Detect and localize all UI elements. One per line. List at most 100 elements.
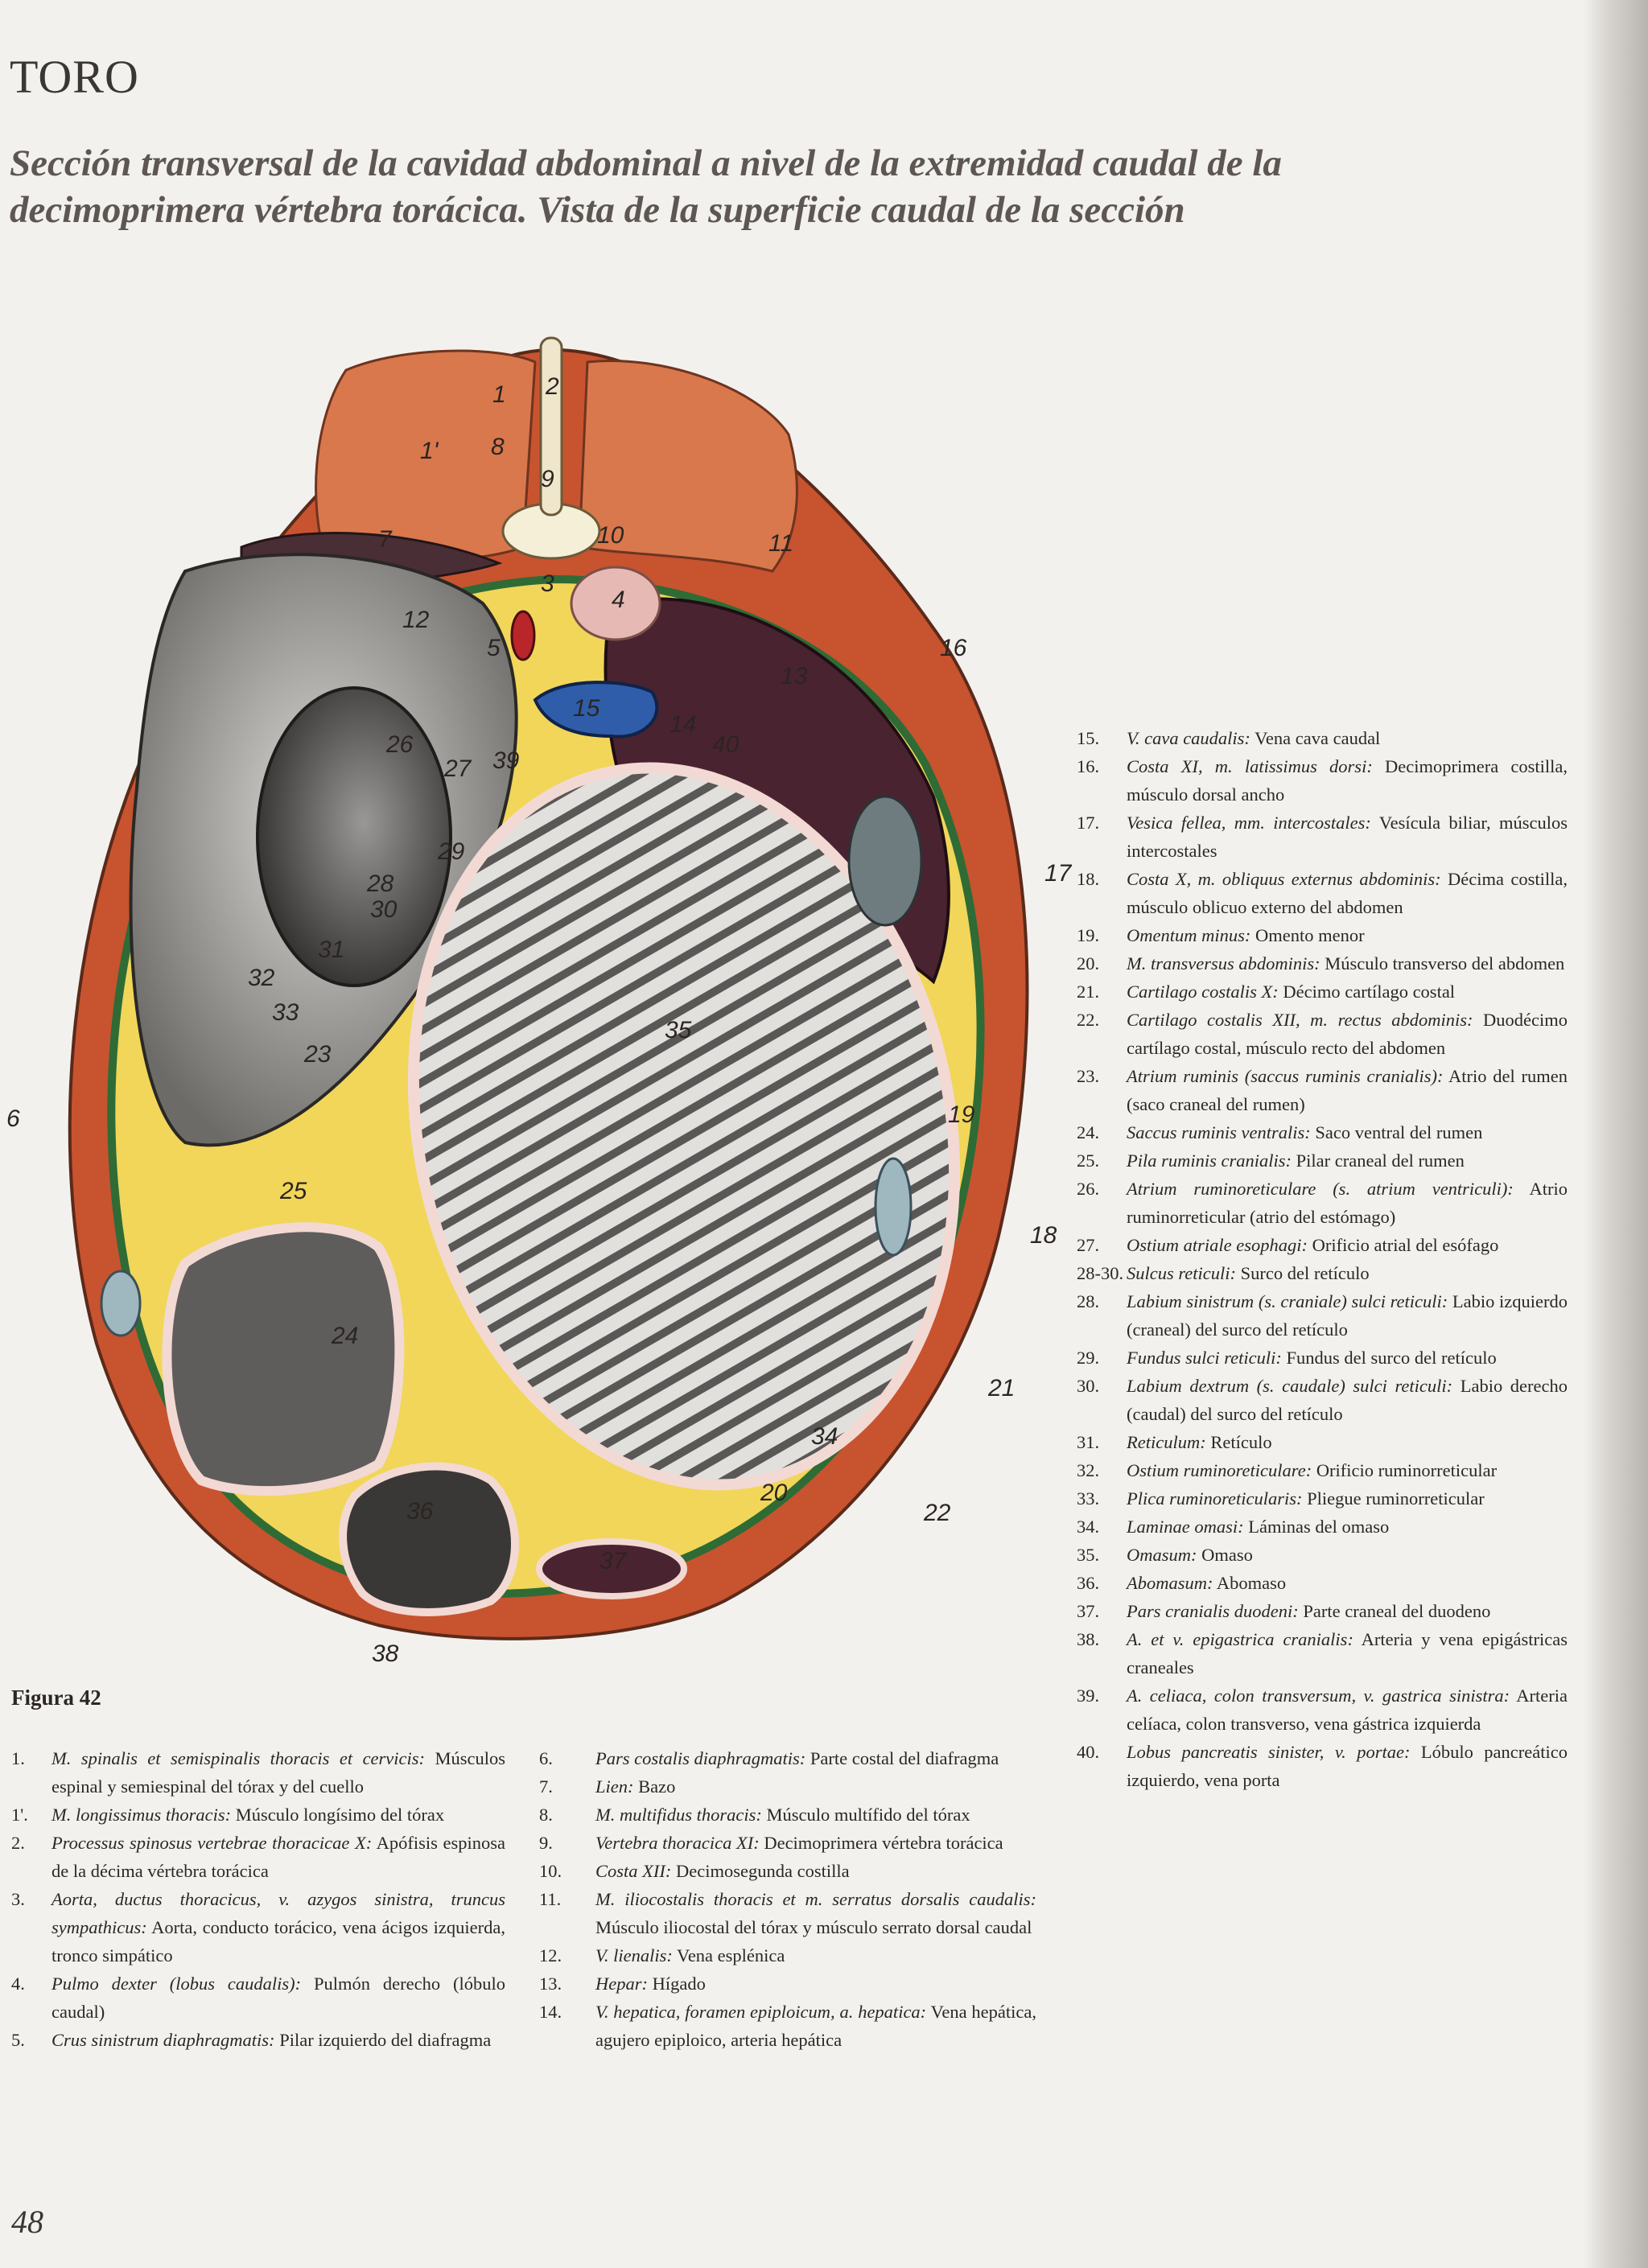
legend-text: Vesica fellea, mm. intercostales: Vesícu… [1127,809,1568,865]
legend-entry: 26.Atrium ruminoreticulare (s. atrium ve… [1077,1175,1568,1231]
svg-text:24: 24 [331,1323,358,1349]
legend-column-2: 6. Pars costalis diaphragmatis: Parte cos… [539,1744,1036,2054]
legend-text: Cartilago costalis XII, m. rectus abdomi… [1127,1006,1568,1062]
legend-entry: 32.Ostium ruminoreticulare: Orificio rum… [1077,1456,1568,1484]
legend-spanish-term: Músculo iliocostal del tórax y músculo s… [595,1917,1032,1937]
legend-spanish-term: Pulmón derecho (lóbulo caudal) [52,1974,505,2022]
page-number: 48 [11,2204,43,2240]
legend-spanish-term: Lóbulo pancreático izquierdo, vena porta [1127,1742,1568,1790]
legend-spanish-term: Omento menor [1250,925,1365,945]
svg-text:2: 2 [545,373,559,400]
legend-number: 6. [539,1748,553,1768]
legend-spanish-term: Décimo cartílago costal [1278,982,1456,1002]
legend-latin-term: M. iliocostalis thoracis et m. serratus … [595,1889,1036,1909]
legend-spanish-term: Labio derecho (caudal) del surco del ret… [1127,1376,1568,1424]
legend-spanish-term: Vesícula biliar, músculos intercostales [1127,813,1568,861]
legend-number: 1. [11,1748,25,1768]
legend-latin-term: Ostium ruminoreticulare: [1127,1460,1312,1480]
legend-entry: 25.Pila ruminis cranialis: Pilar craneal… [1077,1146,1568,1175]
legend-text: M. multifidus thoracis: Músculo multífid… [595,1801,1036,1829]
legend-text: Lobus pancreatis sinister, v. portae: Ló… [1127,1738,1568,1794]
section-title: TORO [10,51,139,103]
svg-text:38: 38 [372,1640,399,1667]
legend-entry: 2. Processus spinosus vertebrae thoracica… [11,1829,505,1885]
legend-entry: 17. Vesica fellea, mm. intercostales: Ves… [1077,809,1568,865]
legend-number: 17. [1077,813,1100,833]
legend-number: 29. [1077,1348,1100,1368]
legend-text: Labium dextrum (s. caudale) sulci reticu… [1127,1372,1568,1428]
legend-text: Fundus sulci reticuli: Fundus del surco … [1127,1344,1568,1372]
legend-latin-term: Omasum: [1127,1545,1197,1565]
legend-spanish-term: Músculo multífido del tórax [761,1805,970,1825]
legend-spanish-term: Vena hepática, agujero epiploico, arteri… [595,2002,1036,2050]
legend-latin-term: Vesica fellea, mm. intercostales: [1127,813,1371,833]
svg-text:16: 16 [940,635,967,661]
legend-latin-term: Fundus sulci reticuli: [1127,1348,1282,1368]
legend-number: 37. [1077,1601,1100,1621]
legend-latin-term: Labium dextrum (s. caudale) sulci reticu… [1127,1376,1453,1396]
legend-entry: 33.Plica ruminoreticularis: Pliegue rumi… [1077,1484,1568,1513]
legend-entry: 24.Saccus ruminis ventralis: Saco ventra… [1077,1118,1568,1146]
legend-spanish-term: Omaso [1197,1545,1253,1565]
legend-entry: 4. Pulmo dexter (lobus caudalis): Pulmón … [11,1970,505,2026]
legend-text: V. lienalis: Vena esplénica [595,1941,1036,1970]
svg-text:15: 15 [573,695,600,722]
svg-text:37: 37 [599,1548,628,1574]
svg-text:14: 14 [670,711,696,738]
legend-number: 24. [1077,1122,1100,1142]
legend-number: 34. [1077,1517,1100,1537]
legend-latin-term: Vertebra thoracica XI: [595,1833,760,1853]
legend-number: 2. [11,1833,25,1853]
legend-number: 10. [539,1861,562,1881]
legend-number: 4. [11,1974,25,1994]
legend-spanish-term: Decimoprimera costilla, músculo dorsal a… [1127,756,1568,805]
svg-text:36: 36 [406,1498,434,1525]
legend-text: Processus spinosus vertebrae thoracicae … [52,1829,505,1885]
legend-latin-term: Laminae omasi: [1127,1517,1244,1537]
legend-spanish-term: Orificio ruminorreticular [1312,1460,1498,1480]
legend-number: 12. [539,1945,562,1965]
legend-entry: 16.Costa XI, m. latissimus dorsi: Decimo… [1077,752,1568,809]
legend-entry: 21.Cartilago costalis X: Décimo cartílag… [1077,978,1568,1006]
legend-number: 5. [11,2030,25,2050]
legend-spanish-term: Abomaso [1213,1573,1287,1593]
svg-text:39: 39 [492,747,520,774]
legend-spanish-term: Decimosegunda costilla [671,1861,850,1881]
figure-caption: Figura 42 [11,1686,101,1710]
legend-spanish-term: Músculo longísimo del tórax [231,1805,445,1825]
legend-text: Costa X, m. obliquus externus abdominis:… [1127,865,1568,921]
legend-number: 27. [1077,1235,1100,1255]
legend-latin-term: Processus spinosus vertebrae thoracicae … [52,1833,373,1853]
svg-text:17: 17 [1044,860,1073,887]
legend-text: V. cava caudalis: Vena cava caudal [1127,724,1568,752]
legend-text: Pulmo dexter (lobus caudalis): Pulmón de… [52,1970,505,2026]
legend-number: 11. [539,1889,562,1909]
svg-text:29: 29 [437,838,465,865]
legend-latin-term: A. celiaca, colon transversum, v. gastri… [1127,1686,1510,1706]
legend-spanish-term: Aorta, conducto torácico, vena ácigos iz… [52,1917,505,1965]
legend-spanish-term: Músculo transverso del abdomen [1320,953,1565,973]
legend-spanish-term: Atrio del rumen (saco craneal del rumen) [1127,1066,1568,1114]
legend-latin-term: M. transversus abdominis: [1127,953,1320,973]
legend-text: Pars costalis diaphragmatis: Parte costa… [595,1744,1036,1772]
legend-number: 25. [1077,1150,1100,1171]
legend-latin-term: Costa XII: [595,1861,672,1881]
legend-spanish-term: Apófisis espinosa de la décima vértebra … [52,1833,505,1881]
legend-number: 8. [539,1805,553,1825]
legend-number: 14. [539,2002,562,2022]
legend-number: 1'. [11,1805,28,1825]
legend-entry: 10. Costa XII: Decimosegunda costilla [539,1857,1036,1885]
legend-entry: 6. Pars costalis diaphragmatis: Parte cos… [539,1744,1036,1772]
svg-text:34: 34 [811,1423,838,1450]
legend-spanish-term: Láminas del omaso [1243,1517,1390,1537]
legend-latin-term: V. hepatica, foramen epiploicum, a. hepa… [595,2002,927,2022]
svg-text:11: 11 [768,530,793,557]
svg-text:40: 40 [712,731,740,758]
legend-text: M. iliocostalis thoracis et m. serratus … [595,1885,1036,1941]
legend-latin-term: Cartilago costalis X: [1127,982,1279,1002]
legend-number: 26. [1077,1179,1100,1199]
legend-latin-term: Hepar: [595,1974,648,1994]
svg-text:27: 27 [443,755,472,782]
legend-text: Reticulum: Retículo [1127,1428,1568,1456]
legend-spanish-term: Vena cava caudal [1250,728,1381,748]
